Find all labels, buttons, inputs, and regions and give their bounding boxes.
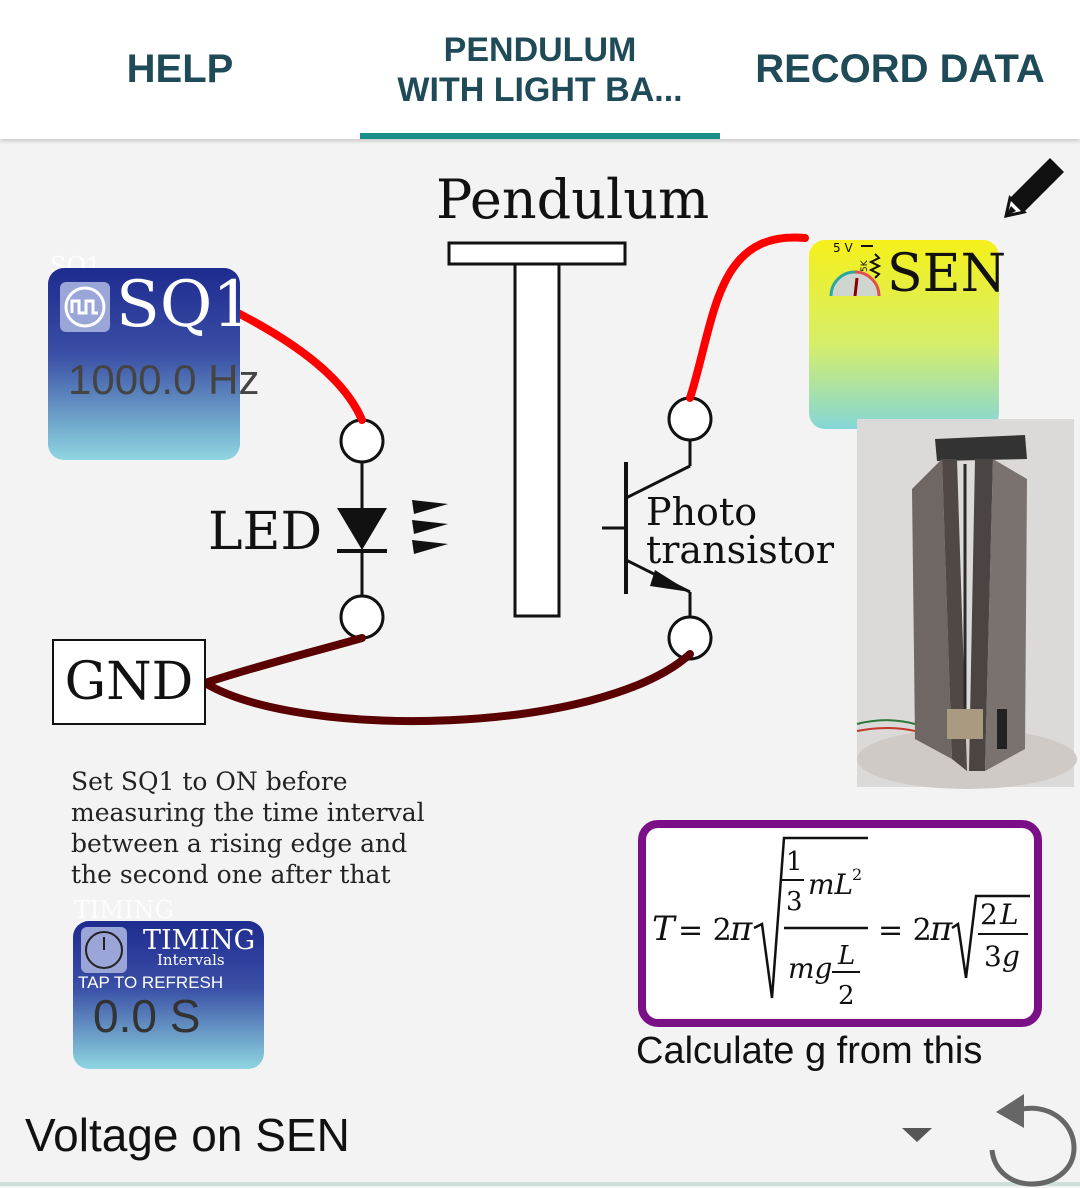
circuit-diagram — [201, 233, 809, 725]
svg-text:L: L — [999, 898, 1019, 931]
light-arrows-icon — [412, 500, 448, 554]
svg-text:π: π — [929, 909, 953, 949]
svg-text:= 2: = 2 — [678, 913, 732, 948]
tab-pendulum-label-line2: WITH LIGHT BA... — [397, 70, 683, 109]
apparatus-photo — [856, 419, 1077, 789]
refresh-icon[interactable] — [988, 1090, 1080, 1187]
tab-pendulum-label: PENDULUM WITH LIGHT BA... — [397, 30, 682, 110]
svg-text:T: T — [652, 909, 677, 949]
gnd-wire-transistor — [201, 650, 694, 725]
square-wave-icon — [60, 282, 110, 332]
pencil-icon[interactable] — [1002, 154, 1068, 220]
svg-text:mL: mL — [808, 868, 853, 901]
timing-ghost-label: TIMING — [74, 896, 174, 924]
timing-widget[interactable]: TIMING Intervals TAP TO REFRESH 0.0 S — [73, 921, 264, 1069]
gauge-icon: 5 V 5K — [829, 241, 882, 297]
pendulum-rod — [513, 262, 561, 618]
svg-text:2: 2 — [838, 981, 855, 1011]
tab-help-label: HELP — [126, 47, 234, 91]
sq1-name: SQ1 — [116, 268, 254, 342]
timing-subtitle: Intervals — [157, 951, 225, 969]
measurement-selector[interactable]: Voltage on SEN — [0, 1094, 1080, 1188]
diagram-title: Pendulum — [436, 168, 710, 231]
tab-pendulum-label-line1: PENDULUM — [443, 30, 637, 69]
sq1-frequency: 1000.0 Hz — [68, 356, 260, 403]
tab-record-data[interactable]: RECORD DATA — [720, 0, 1080, 139]
caret-down-icon[interactable] — [902, 1128, 932, 1142]
formula-caption: Calculate g from this — [636, 1030, 983, 1072]
tab-help[interactable]: HELP — [0, 0, 360, 139]
svg-text:L: L — [837, 941, 855, 971]
sen-name: SEN — [887, 244, 1007, 304]
gnd-wire-led — [201, 634, 366, 687]
svg-text:3: 3 — [984, 940, 1002, 973]
gnd-label: GND — [64, 652, 194, 712]
phototransistor-label-line1: Photo — [646, 490, 758, 534]
timing-tap-hint: TAP TO REFRESH — [78, 973, 224, 992]
svg-text:π: π — [729, 909, 753, 949]
phototransistor-label: Photo transistor — [646, 493, 834, 569]
tab-bar: HELP PENDULUM WITH LIGHT BA... RECORD DA… — [0, 0, 1080, 139]
svg-text:2: 2 — [852, 865, 862, 884]
led-anode-terminal — [339, 418, 385, 464]
pendulum-top-bar — [447, 241, 627, 266]
selector-underline — [0, 1182, 1080, 1186]
svg-text:1: 1 — [786, 847, 803, 877]
led-cathode-terminal — [339, 594, 385, 640]
svg-text:mg: mg — [788, 952, 832, 985]
led-symbol — [337, 508, 387, 550]
collector-terminal — [667, 396, 713, 442]
tab-pendulum[interactable]: PENDULUM WITH LIGHT BA... — [360, 0, 720, 139]
sen-wire — [686, 233, 809, 402]
led-label: LED — [208, 502, 323, 562]
tab-active-indicator — [360, 133, 720, 139]
sen-resistor-label: 5K — [860, 259, 870, 272]
formula-image: T = 2 π 1 3 mL 2 mg L 2 = 2 π 2 L 3 g — [638, 820, 1042, 1027]
clock-icon — [81, 927, 127, 973]
timing-value: 0.0 S — [93, 990, 201, 1042]
phototransistor-label-line2: transistor — [646, 528, 835, 572]
svg-text:g: g — [1002, 940, 1020, 973]
sen-widget[interactable]: 5 V 5K SEN — [809, 240, 1006, 429]
svg-text:= 2: = 2 — [878, 913, 932, 948]
svg-text:3: 3 — [786, 887, 803, 917]
gnd-terminal: GND — [52, 639, 206, 725]
tab-record-data-label: RECORD DATA — [755, 47, 1045, 91]
instruction-note: Set SQ1 to ON before measuring the time … — [71, 767, 425, 889]
measurement-select-value: Voltage on SEN — [25, 1109, 350, 1161]
sq1-widget[interactable]: SQ1 1000.0 Hz — [48, 268, 259, 460]
timing-name: TIMING — [143, 925, 256, 956]
sen-supply-label: 5 V — [833, 241, 853, 255]
sq1-wire — [232, 308, 366, 424]
svg-text:2: 2 — [980, 898, 998, 931]
